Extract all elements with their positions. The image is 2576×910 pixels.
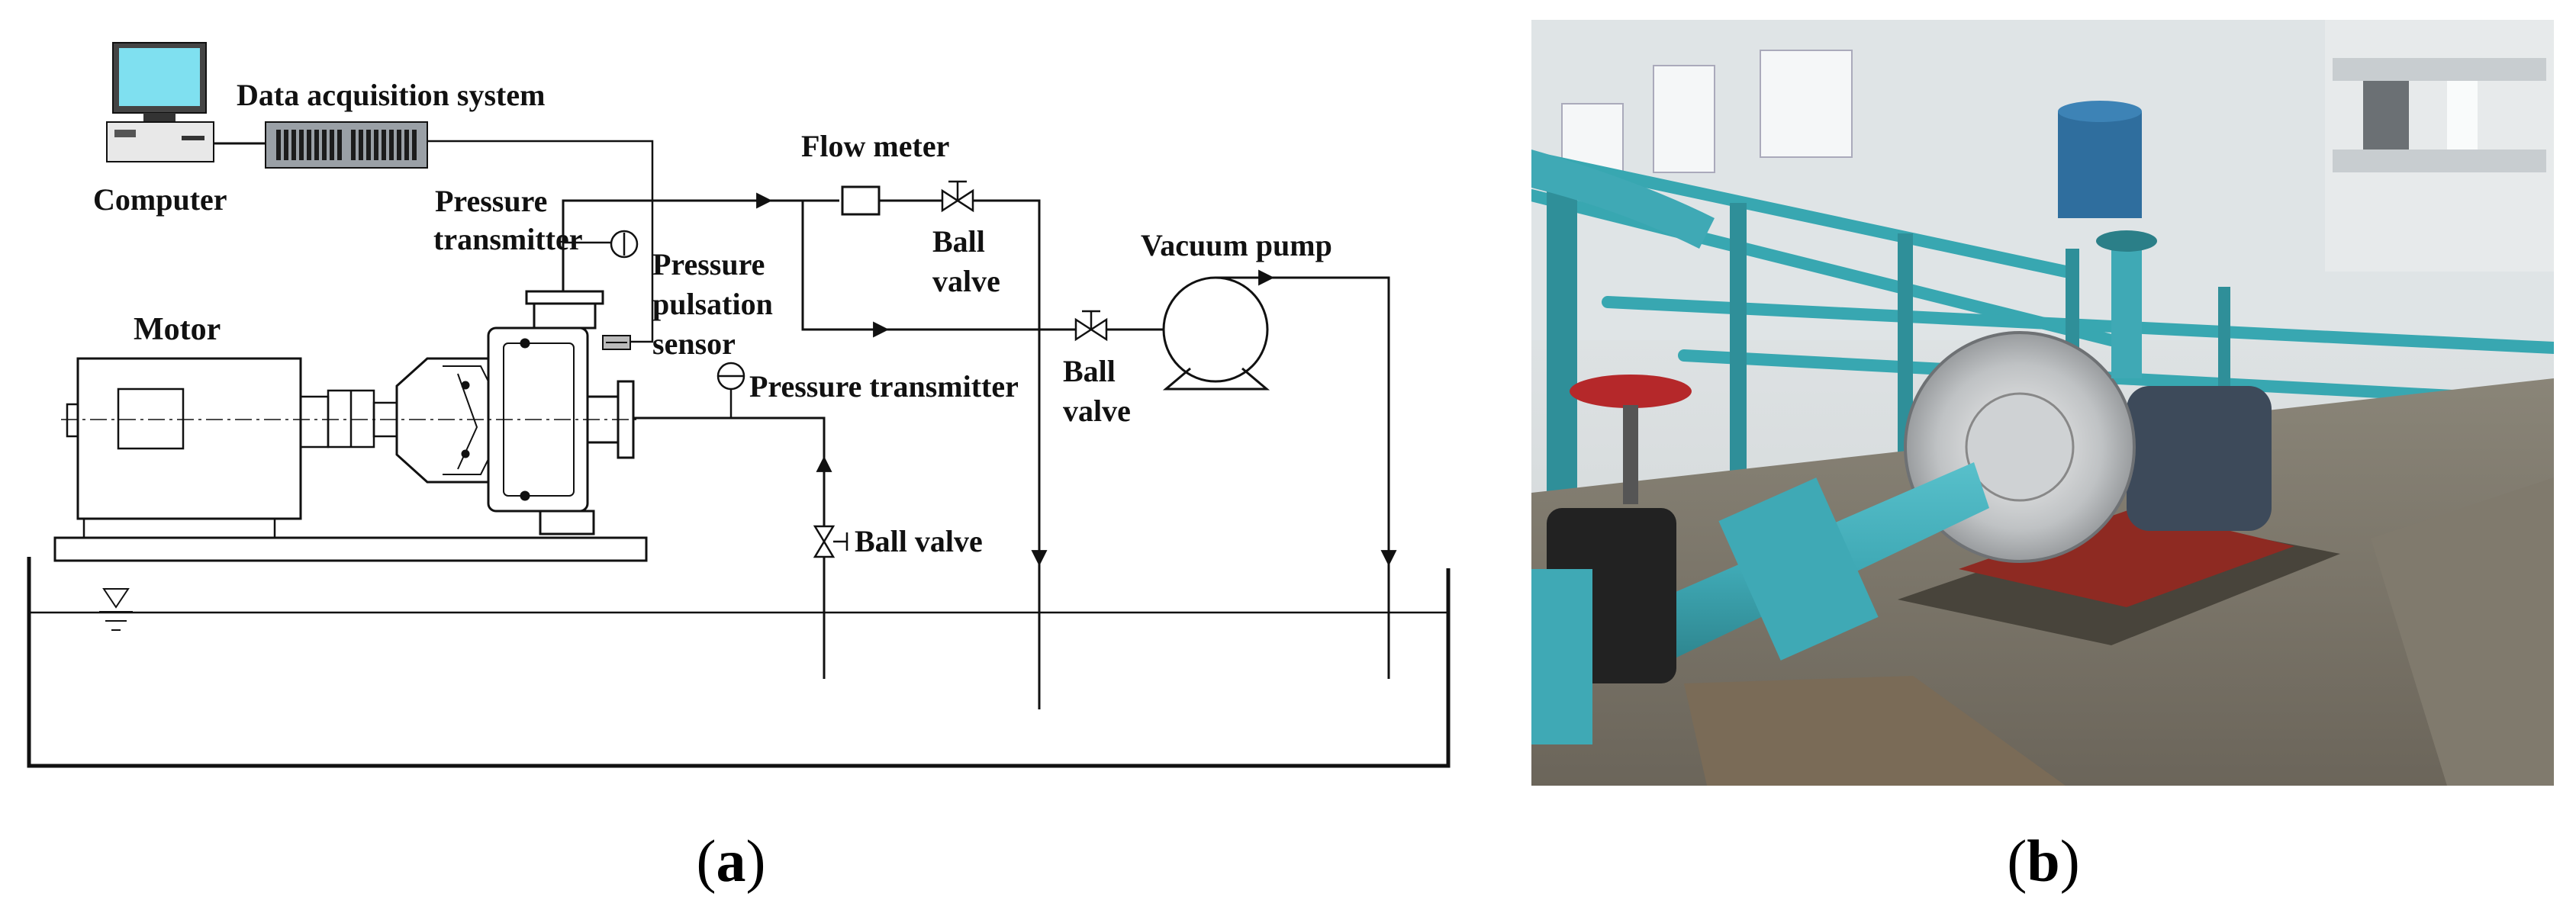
- label-ball-valve-2a: Ball: [1063, 354, 1116, 388]
- label-data-acquisition: Data acquisition system: [237, 78, 545, 112]
- motor-icon: [66, 357, 330, 539]
- label-pulsation-2: pulsation: [652, 287, 773, 321]
- pulsation-sensor-icon: [602, 335, 631, 350]
- label-pressure-transmitter-2: Pressure transmitter: [749, 369, 1019, 404]
- centrifugal-pump-icon: [395, 290, 635, 535]
- vacuum-pump-icon: [1162, 269, 1397, 679]
- suction-pipe: [633, 416, 832, 679]
- svg-text:(a): (a): [697, 828, 766, 894]
- label-ball-valve-1b: valve: [932, 264, 1000, 298]
- caption-a: (a): [697, 828, 766, 894]
- ball-valve-icon: [1074, 310, 1108, 342]
- water-level-icon: [99, 588, 133, 631]
- label-pulsation-1: Pressure: [652, 247, 765, 281]
- water-tank: [27, 557, 1451, 768]
- label-vacuum-pump: Vacuum pump: [1141, 228, 1332, 262]
- pressure-gauge-icon: [610, 230, 639, 259]
- computer-icon: [106, 42, 214, 162]
- label-ball-valve-2b: valve: [1063, 394, 1131, 428]
- ball-valve-icon: [941, 180, 974, 213]
- label-ball-valve-1a: Ball: [932, 224, 985, 259]
- label-pulsation-3: sensor: [652, 326, 736, 361]
- pressure-gauge-icon: [716, 362, 745, 418]
- svg-text:(b): (b): [2007, 828, 2079, 894]
- label-motor: Motor: [134, 312, 221, 347]
- panel-b-photo: [1531, 20, 2554, 786]
- label-pressure-transmitter-1b: transmitter: [433, 222, 582, 256]
- discharge-pipe: [562, 185, 1076, 709]
- caption-b: (b): [2007, 828, 2079, 894]
- daq-rack-icon: [265, 121, 428, 169]
- label-flow-meter: Flow meter: [801, 129, 949, 163]
- panel-a-schematic: Data acquisition system Computer Flow me…: [27, 42, 1451, 768]
- label-computer: Computer: [93, 182, 227, 217]
- base-plate: [53, 536, 648, 562]
- label-pressure-transmitter-1a: Pressure: [435, 184, 547, 218]
- ball-valve-icon: [813, 525, 848, 558]
- coupling-icon: [327, 389, 398, 449]
- label-ball-valve-3: Ball valve: [855, 524, 983, 558]
